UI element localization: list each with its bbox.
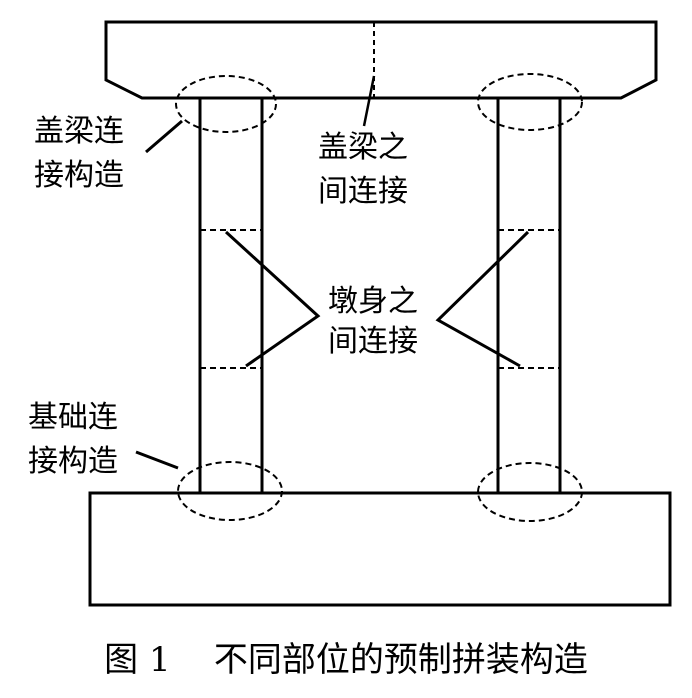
label-between-cap-beams-line1: 盖梁之 — [318, 130, 408, 165]
leader-pier-body-right — [435, 230, 530, 368]
leader-between-cap-beams — [362, 75, 376, 127]
label-between-pier-body-line2: 间连接 — [328, 324, 418, 359]
leader-pier-body-left — [224, 230, 321, 368]
label-cap-beam-connection-line2: 接构造 — [34, 158, 124, 193]
left-foundation-connection-ellipse — [177, 461, 283, 521]
cap-beam — [104, 20, 658, 100]
label-foundation-connection-line1: 基础连 — [28, 400, 118, 435]
leader-foundation-connection — [135, 450, 179, 470]
right-foundation-connection-ellipse — [477, 462, 583, 522]
foundation — [88, 491, 672, 607]
right-cap-connection-ellipse — [477, 73, 583, 131]
left-cap-connection-ellipse — [175, 75, 277, 133]
label-cap-beam-connection-line1: 盖梁连 — [34, 114, 124, 149]
leader-cap-connection — [145, 119, 183, 154]
label-foundation-connection-line2: 接构造 — [28, 444, 118, 479]
label-between-cap-beams-line2: 间连接 — [318, 174, 408, 209]
label-between-pier-body-line1: 墩身之 — [328, 284, 418, 319]
figure-caption: 图 1 不同部位的预制拼装构造 — [104, 640, 588, 680]
